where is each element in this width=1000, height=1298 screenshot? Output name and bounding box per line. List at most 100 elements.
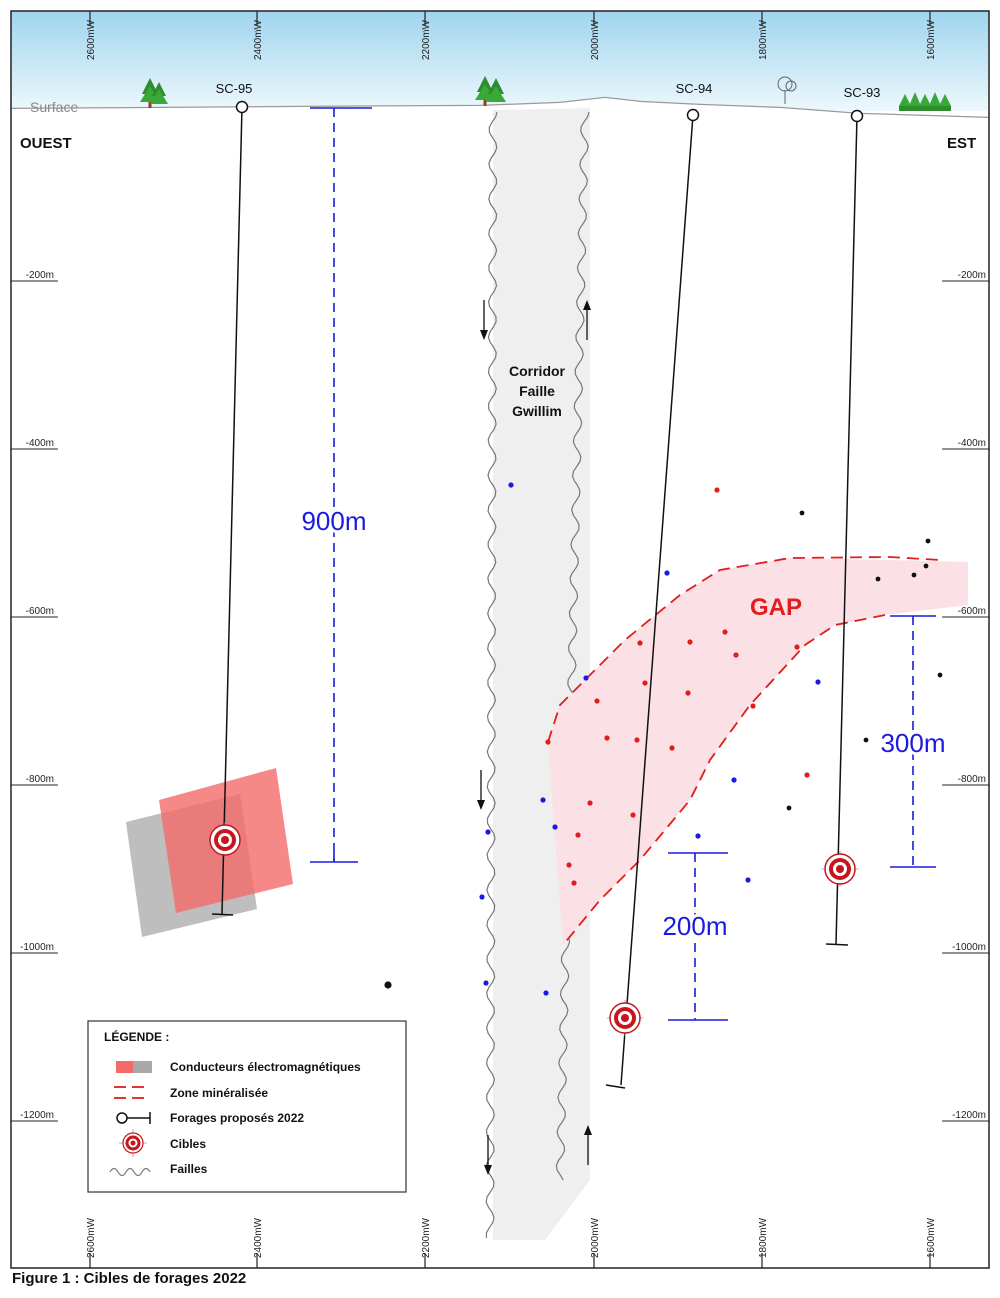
depth-tick-label: -800m bbox=[958, 774, 986, 785]
x-tick-label: 1600mW bbox=[926, 19, 937, 60]
fault-arrow-down bbox=[480, 300, 488, 340]
drillhole-label: SC-95 bbox=[216, 81, 253, 96]
depth-tick-label: -200m bbox=[958, 270, 986, 281]
fault-arrow-up bbox=[584, 1125, 592, 1165]
fault-icon bbox=[109, 1167, 151, 1177]
west-label: OUEST bbox=[20, 135, 72, 152]
x-tick-label: 1600mW bbox=[926, 1217, 937, 1258]
fault-arrow-up bbox=[583, 300, 591, 340]
sample-dot-blue bbox=[540, 797, 546, 803]
east-label: EST bbox=[947, 135, 976, 152]
sample-dot-red bbox=[634, 737, 640, 743]
fault-line-east bbox=[555, 111, 590, 1181]
sample-dot-red bbox=[594, 698, 600, 704]
surface-label: Surface bbox=[30, 99, 78, 115]
figure-frame bbox=[10, 10, 990, 1269]
fault-arrow-down bbox=[484, 1135, 492, 1175]
dimension-label: 900m bbox=[301, 506, 366, 536]
sample-dot-red bbox=[733, 652, 739, 658]
corridor-label-line-1: Corridor bbox=[509, 363, 566, 379]
gap-zone-upper-boundary bbox=[547, 556, 941, 743]
target-icon bbox=[607, 1000, 643, 1036]
depth-tick-label: -600m bbox=[26, 606, 54, 617]
fault-arrow-down bbox=[477, 770, 485, 810]
depth-tick-label: -800m bbox=[26, 774, 54, 785]
depth-tick-label: -1000m bbox=[952, 942, 986, 953]
legend-item-label: Forages proposés 2022 bbox=[170, 1111, 304, 1125]
sample-dot-black bbox=[911, 572, 917, 578]
x-tick-label: 2600mW bbox=[86, 1217, 97, 1258]
sample-dot-red bbox=[575, 832, 581, 838]
x-tick-label: 2400mW bbox=[253, 1217, 264, 1258]
legend-title: LÉGENDE : bbox=[104, 1029, 169, 1044]
x-tick-label: 2600mW bbox=[86, 19, 97, 60]
dimension-200m bbox=[668, 852, 728, 1021]
sample-dot-red bbox=[804, 772, 810, 778]
sample-dot-blue bbox=[508, 482, 514, 488]
sample-dot-red bbox=[794, 644, 800, 650]
legend-item-label: Failles bbox=[170, 1162, 208, 1176]
sample-dot-red bbox=[630, 812, 636, 818]
depth-tick-label: -1200m bbox=[20, 1110, 54, 1121]
sample-dot-red bbox=[566, 862, 572, 868]
sample-dot-black bbox=[875, 576, 881, 582]
fault-corridor bbox=[493, 108, 590, 1240]
tree-icon bbox=[475, 76, 506, 106]
x-tick-label: 2000mW bbox=[590, 19, 601, 60]
sample-dot-red bbox=[687, 639, 693, 645]
sample-dot-blue bbox=[731, 777, 737, 783]
x-tick-label: 2400mW bbox=[253, 19, 264, 60]
drillhole-label: SC-94 bbox=[676, 81, 713, 96]
sample-dot-blue bbox=[815, 679, 821, 685]
drillhole-label: SC-93 bbox=[844, 85, 881, 100]
sample-dot-black bbox=[384, 981, 392, 989]
sample-dot-blue bbox=[583, 675, 589, 681]
sample-dot-red bbox=[571, 880, 577, 886]
tree-icon bbox=[899, 92, 951, 111]
target-icon bbox=[119, 1129, 147, 1157]
sample-dot-red bbox=[669, 745, 675, 751]
target-icon bbox=[207, 822, 243, 858]
legend-item-label: Conducteurs électromagnétiques bbox=[170, 1060, 361, 1074]
x-tick-label: 2000mW bbox=[590, 1217, 601, 1258]
sample-dot-red bbox=[637, 640, 643, 646]
gap-zone-lower-boundary bbox=[562, 614, 886, 946]
dimension-900m bbox=[310, 107, 372, 863]
sample-dot-red bbox=[722, 629, 728, 635]
sample-dot-red bbox=[685, 690, 691, 696]
dimension-label: 200m bbox=[662, 911, 727, 941]
target-icon bbox=[822, 851, 858, 887]
x-tick-label: 1800mW bbox=[758, 1217, 769, 1258]
drillhole-sc-95: SC-95 bbox=[211, 81, 253, 916]
sample-dot-red bbox=[587, 800, 593, 806]
legend-item-label: Zone minéralisée bbox=[170, 1086, 268, 1100]
sample-dot-blue bbox=[552, 824, 558, 830]
drillhole-icon bbox=[116, 1112, 151, 1124]
sample-dot-blue bbox=[695, 833, 701, 839]
dimension-300m bbox=[890, 615, 936, 868]
sample-dot-black bbox=[925, 538, 931, 544]
bare-tree-icon bbox=[777, 76, 797, 104]
depth-tick-label: -600m bbox=[958, 606, 986, 617]
tree-icon bbox=[140, 78, 168, 108]
depth-tick-label: -400m bbox=[958, 438, 986, 449]
sample-dot-black bbox=[786, 805, 792, 811]
x-tick-label: 2200mW bbox=[421, 1217, 432, 1258]
legend: LÉGENDE : Conducteurs électromagnétiques… bbox=[87, 1020, 407, 1193]
sample-dot-black bbox=[863, 737, 869, 743]
sample-dot-blue bbox=[479, 894, 485, 900]
depth-tick-label: -1000m bbox=[20, 942, 54, 953]
depth-tick-label: -400m bbox=[26, 438, 54, 449]
corridor-label-line-3: Gwillim bbox=[512, 403, 562, 419]
sample-dot-blue bbox=[745, 877, 751, 883]
x-tick-label: 1800mW bbox=[758, 19, 769, 60]
sample-dot-blue bbox=[485, 829, 491, 835]
sample-dot-red bbox=[604, 735, 610, 741]
mineralized-zone-icon bbox=[114, 1086, 144, 1099]
sample-dot-red bbox=[714, 487, 720, 493]
sample-dot-red bbox=[545, 739, 551, 745]
x-tick-label: 2200mW bbox=[421, 19, 432, 60]
sample-dot-red bbox=[642, 680, 648, 686]
sample-dot-black bbox=[923, 563, 929, 569]
